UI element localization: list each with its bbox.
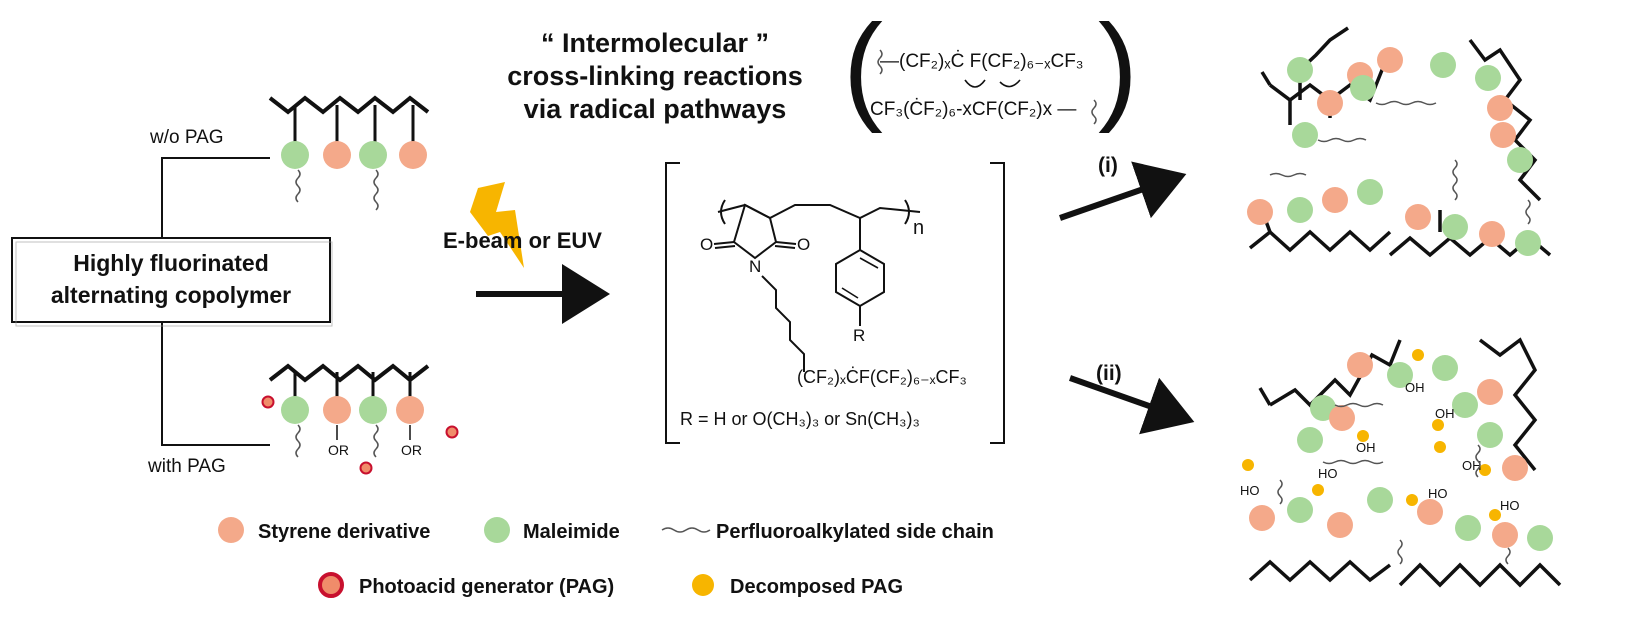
legend-maleimide-swatch xyxy=(484,517,510,543)
radical-bottom-chain: CF₃(ĊF₂)₆-xCF(CF₂)x — xyxy=(870,98,1076,120)
legend-styrene-label: Styrene derivative xyxy=(258,521,430,543)
hydroxyl-label: OH xyxy=(1435,406,1455,421)
beam-label: E-beam or EUV xyxy=(443,228,602,253)
legend: Styrene derivative Maleimide Perfluoroal… xyxy=(218,517,994,598)
title-line-1: “ Intermolecular ” xyxy=(541,28,769,58)
legend-decomposed-pag-swatch xyxy=(692,574,714,596)
hydroxyl-label-alt: HO xyxy=(1428,486,1448,501)
left-paren: ( xyxy=(843,0,883,134)
side-chain xyxy=(373,424,379,458)
fluoro-chain: (CF₂)ₓĊF(CF₂)₆₋ₓCF₃ xyxy=(797,366,967,387)
oxygen-left: O xyxy=(700,235,713,254)
maleimide-unit xyxy=(359,141,387,169)
legend-styrene-swatch xyxy=(218,517,244,543)
exposure: E-beam or EUV xyxy=(443,182,610,324)
maleimide-unit xyxy=(281,141,309,169)
arrow-path-i xyxy=(1059,161,1187,221)
repeat-subscript: n xyxy=(913,217,924,239)
electron-arrow-right xyxy=(999,79,1021,88)
nitrogen: N xyxy=(749,257,761,276)
legend-pag-swatch xyxy=(318,572,344,598)
hydroxyl-label: OH xyxy=(1356,440,1376,455)
oxygen-right: O xyxy=(797,235,810,254)
label-path-ii: (ii) xyxy=(1096,362,1122,385)
pag-particle xyxy=(445,425,459,439)
side-chain xyxy=(295,424,301,458)
pag-particle xyxy=(359,461,373,475)
styrene-unit xyxy=(323,141,351,169)
or-label: OR xyxy=(328,442,349,458)
legend-maleimide-label: Maleimide xyxy=(523,521,620,543)
copolymer-line-2: alternating copolymer xyxy=(51,282,291,308)
pathways: (i) (ii) xyxy=(1059,154,1195,435)
arrow-path-ii xyxy=(1068,375,1195,435)
title-line-3: via radical pathways xyxy=(524,94,787,124)
maleimide-unit xyxy=(281,396,309,424)
title-line-2: cross-linking reactions xyxy=(507,61,803,91)
legend-pag-label: Photoacid generator (PAG) xyxy=(359,576,614,598)
chemical-structure: n O O N R (CF₂)ₓĊF(CF₂)₆₋ₓCF₃ R = H or O… xyxy=(665,162,1005,444)
label-with-pag: with PAG xyxy=(147,456,226,477)
network-ii xyxy=(1248,337,1562,588)
network-ii-units: OH OH OH OH HO HO HO HO xyxy=(1240,349,1553,565)
hydroxyl-label-alt: HO xyxy=(1500,498,1520,513)
polymer-without-pag xyxy=(268,95,430,211)
pag-particle xyxy=(261,395,275,409)
right-paren: ) xyxy=(1098,0,1138,134)
styrene-unit xyxy=(396,396,424,424)
styrene-unit xyxy=(399,141,427,169)
hydroxyl-label-alt: HO xyxy=(1240,483,1260,498)
copolymer-box: Highly fluorinated alternating copolymer xyxy=(11,237,333,327)
network-i-units xyxy=(1247,47,1541,256)
side-chain xyxy=(373,169,379,211)
branch-bracket: w/o PAG with PAG xyxy=(147,127,270,477)
hydroxyl-label: OH xyxy=(1462,458,1482,473)
hydroxyl-label-alt: HO xyxy=(1318,466,1338,481)
label-without-pag: w/o PAG xyxy=(149,127,224,148)
hydroxyl-label: OH xyxy=(1405,380,1425,395)
label-path-i: (i) xyxy=(1098,154,1118,177)
side-chain xyxy=(295,169,301,203)
maleimide-unit xyxy=(359,396,387,424)
legend-side-chain-label: Perfluoroalkylated side chain xyxy=(716,521,994,543)
r-definition: R = H or O(CH₃)₃ or Sn(CH₃)₃ xyxy=(680,409,920,429)
copolymer-line-1: Highly fluorinated xyxy=(73,250,269,276)
radical-scheme: ( ) —(CF₂)ₓĊ F(CF₂)₆₋ₓCF₃ CF₃(ĊF₂)₆-xCF(… xyxy=(843,0,1138,134)
radical-top-chain: —(CF₂)ₓĊ F(CF₂)₆₋ₓCF₃ xyxy=(880,50,1084,72)
title: “ Intermolecular ” cross-linking reactio… xyxy=(507,28,803,124)
legend-decomposed-pag-label: Decomposed PAG xyxy=(730,576,903,598)
styrene-unit xyxy=(323,396,351,424)
legend-side-chain-swatch xyxy=(661,527,711,533)
polymer-with-pag: OR OR xyxy=(261,363,459,475)
substituent-r: R xyxy=(853,326,865,345)
squiggle-top xyxy=(877,49,883,75)
squiggle-bottom xyxy=(1091,99,1097,125)
lightning-icon xyxy=(470,182,524,268)
electron-arrow-left xyxy=(964,79,986,88)
or-label: OR xyxy=(401,442,422,458)
